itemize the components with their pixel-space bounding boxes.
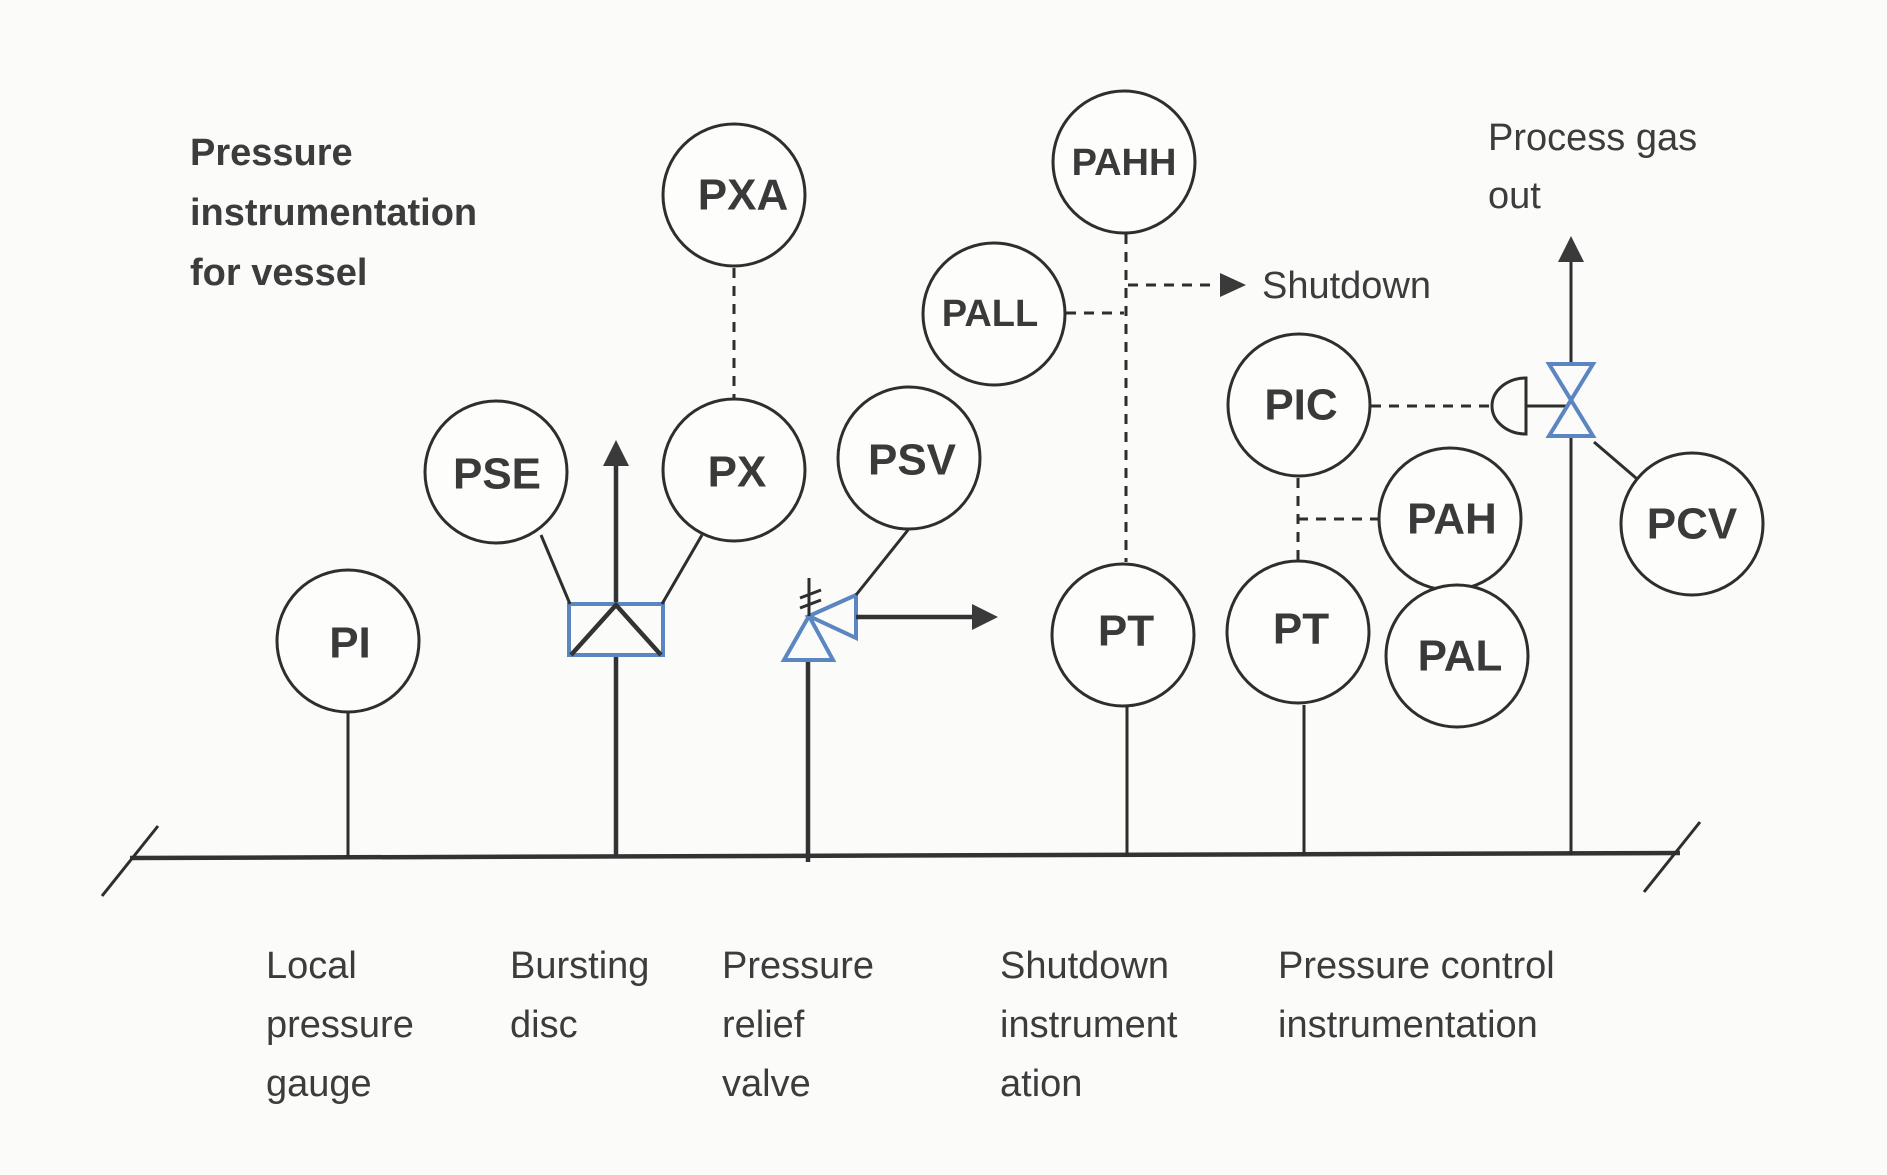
section-label-pressure-relief-valve: Pressure relief valve <box>722 945 874 1105</box>
bursting-disc: PSE PX PXA <box>423 122 807 857</box>
section-2-line-3: valve <box>722 1063 811 1105</box>
section-3-line-2: instrument <box>1000 1004 1178 1046</box>
local-pressure-gauge: PI <box>275 568 421 857</box>
pahh-instrument-bubble[interactable] <box>1051 89 1197 235</box>
section-4-line-1: Pressure control <box>1278 945 1555 987</box>
pressure-relief-valve: PSV <box>780 385 998 862</box>
pall-label: PALL <box>942 293 1038 335</box>
process-gas-out-label: Process gas out <box>1488 117 1697 217</box>
bursting-disc-outlet-arrow-icon <box>603 440 629 466</box>
psv-instrument-bubble[interactable] <box>836 385 982 531</box>
break-mark-left <box>100 825 160 897</box>
pcv-label: PCV <box>1647 500 1738 549</box>
section-1-line-2: disc <box>510 1004 578 1046</box>
section-label-local-pressure-gauge: Local pressure gauge <box>266 945 414 1105</box>
section-2-line-2: relief <box>722 1004 805 1046</box>
pic-label: PIC <box>1264 381 1337 430</box>
section-2-line-1: Pressure <box>722 945 874 987</box>
pse-connection-line <box>539 534 572 605</box>
pi-label: PI <box>329 619 371 668</box>
pi-instrument-bubble[interactable] <box>275 568 421 714</box>
pic-instrument-bubble[interactable] <box>1226 332 1372 478</box>
shutdown-instrumentation: Shutdown PAHH PALL PT <box>921 89 1431 857</box>
pal-instrument-bubble[interactable] <box>1384 583 1530 729</box>
px-connection-line <box>660 534 704 605</box>
relief-valve-spring-tick-1 <box>799 588 822 600</box>
process-gas-line-1: Process gas <box>1488 117 1697 159</box>
control-valve-symbol[interactable] <box>1545 362 1597 438</box>
title-line-1: Pressure <box>190 132 353 174</box>
psv-discharge-arrow-icon <box>972 604 998 630</box>
pt-control-instrument-bubble[interactable] <box>1225 559 1371 705</box>
pt-control-label: PT <box>1273 605 1329 654</box>
pressure-control-instrumentation: PIC PAH PT PAL PCV <box>1225 236 1765 855</box>
pcv-connection-line <box>1593 440 1644 486</box>
actuator-diaphragm-icon <box>1490 376 1528 436</box>
pt-shutdown-label: PT <box>1098 607 1154 656</box>
pah-label: PAH <box>1407 495 1497 544</box>
shutdown-arrow-icon <box>1220 273 1246 297</box>
section-4-line-2: instrumentation <box>1278 1004 1538 1046</box>
pcv-instrument-bubble[interactable] <box>1619 451 1765 597</box>
section-3-line-1: Shutdown <box>1000 945 1169 987</box>
title-line-2: instrumentation <box>190 192 477 234</box>
diagram-title: Pressure instrumentation for vessel <box>190 132 477 294</box>
section-0-line-1: Local <box>266 945 357 987</box>
px-instrument-bubble[interactable] <box>661 397 807 543</box>
break-mark-right <box>1642 821 1702 893</box>
pxa-label: PXA <box>698 171 788 220</box>
section-1-line-1: Bursting <box>510 945 649 987</box>
relief-valve-spring-tick-2 <box>799 598 822 610</box>
psv-connection-line <box>854 529 910 596</box>
section-0-line-2: pressure <box>266 1004 414 1046</box>
relief-valve-inlet-triangle[interactable] <box>780 611 837 662</box>
pal-label: PAL <box>1418 632 1503 681</box>
section-label-shutdown-instrumentation: Shutdown instrument ation <box>1000 945 1178 1105</box>
section-label-bursting-disc: Bursting disc <box>510 945 649 1046</box>
section-0-line-3: gauge <box>266 1063 372 1105</box>
title-line-3: for vessel <box>190 252 367 294</box>
pse-instrument-bubble[interactable] <box>423 399 569 545</box>
shutdown-label: Shutdown <box>1262 265 1431 307</box>
vessel-wall-line <box>129 850 1681 861</box>
pall-instrument-bubble[interactable] <box>921 241 1067 387</box>
psv-label: PSV <box>868 436 957 485</box>
section-label-pressure-control: Pressure control instrumentation <box>1278 945 1555 1046</box>
bursting-disc-dome <box>569 601 663 657</box>
process-gas-line-2: out <box>1488 175 1541 217</box>
process-gas-arrow-icon <box>1558 236 1584 262</box>
pahh-label: PAHH <box>1072 142 1177 184</box>
pt-shutdown-instrument-bubble[interactable] <box>1050 562 1196 708</box>
pxa-instrument-bubble[interactable] <box>661 122 807 268</box>
section-3-line-3: ation <box>1000 1063 1082 1105</box>
pse-label: PSE <box>453 450 541 499</box>
vessel-line <box>100 821 1702 897</box>
px-label: PX <box>708 448 767 497</box>
bursting-disc-symbol[interactable] <box>567 602 665 657</box>
